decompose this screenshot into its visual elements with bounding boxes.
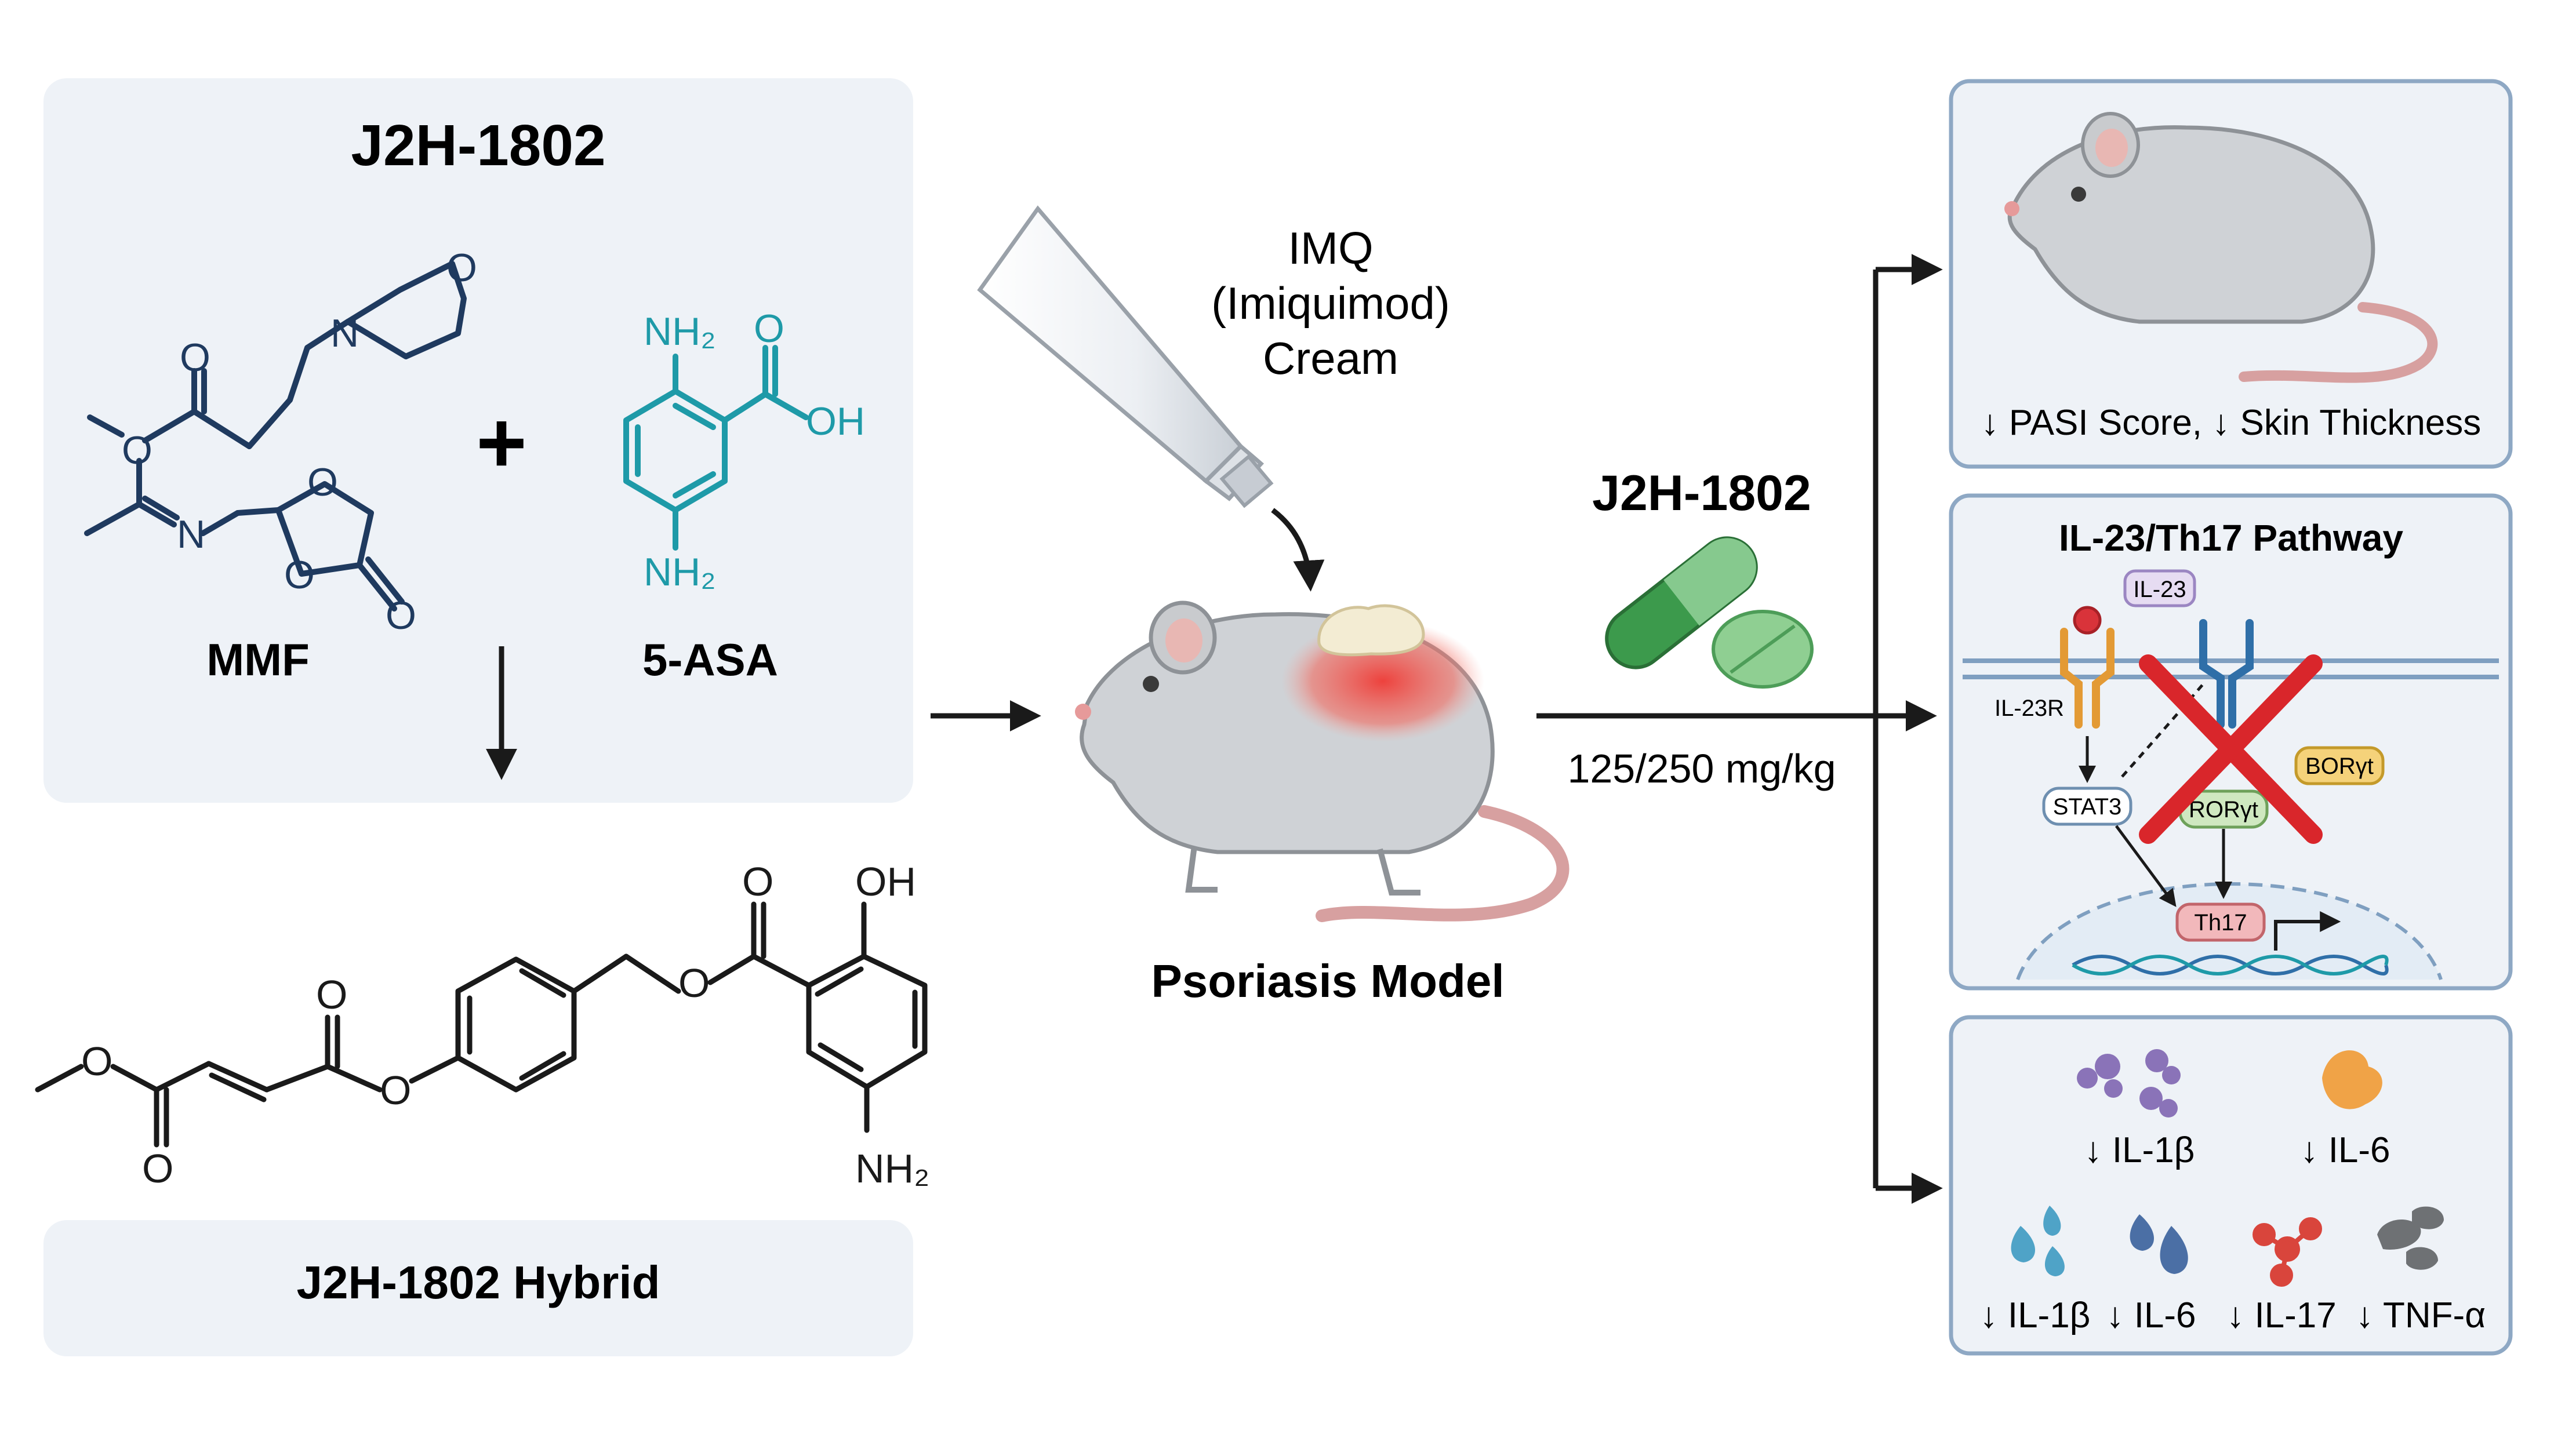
mouse-ear-inner bbox=[1165, 618, 1202, 663]
cytokine-icon-orange bbox=[2322, 1050, 2382, 1109]
ror-right-badge bbox=[2294, 746, 2385, 785]
plus-sign: + bbox=[476, 394, 527, 491]
hybrid-benzene-1 bbox=[455, 956, 577, 1093]
outcome-box-2: IL-23/Th17 Pathway IL-23 IL-23R STAT3 RO… bbox=[1949, 493, 2513, 991]
outcome-box-3: ↓ IL-1β ↓ IL-6 ↓ IL-1β ↓ IL-6 ↓ IL-17 ↓ … bbox=[1949, 1015, 2513, 1356]
atom-o: O bbox=[284, 553, 315, 597]
cream-tube-icon bbox=[977, 205, 1274, 508]
cytokine-row2-1: ↓ IL-1β bbox=[1980, 1295, 2091, 1335]
asa-atoms: NH₂ O OH NH₂ bbox=[644, 307, 865, 594]
stat3-label: STAT3 bbox=[2053, 794, 2122, 820]
th17-badge bbox=[2175, 902, 2266, 942]
atom-oh: OH bbox=[806, 399, 865, 443]
atom-o: O bbox=[142, 1146, 173, 1191]
cytokine-row2-3: ↓ IL-17 bbox=[2226, 1295, 2337, 1335]
atom-o: O bbox=[754, 307, 784, 351]
panel-title: J2H-1802 bbox=[351, 113, 605, 178]
drug-label: J2H-1802 bbox=[1592, 465, 1811, 521]
cytokine-icon-purple bbox=[2077, 1049, 2181, 1118]
hybrid-structure bbox=[35, 901, 928, 1148]
model-label: Psoriasis Model bbox=[1151, 955, 1504, 1007]
hybrid-label: J2H-1802 Hybrid bbox=[297, 1257, 660, 1308]
mouse-eye bbox=[1143, 676, 1159, 692]
ror-center-label: RORγt bbox=[2189, 797, 2258, 822]
hybrid-label-bg bbox=[43, 1220, 913, 1356]
mouse-nose bbox=[1075, 704, 1091, 720]
cytokine-icon-navy-drops bbox=[2130, 1214, 2188, 1274]
atom-n: N bbox=[177, 512, 205, 556]
dose-label: 125/250 mg/kg bbox=[1567, 746, 1836, 791]
top-panel-bg bbox=[43, 78, 913, 803]
atom-o: O bbox=[316, 972, 347, 1017]
hybrid-atoms: O O O O O O OH NH₂ bbox=[81, 859, 929, 1191]
cytokine-icon-gray-rocks bbox=[2377, 1206, 2444, 1270]
mouse-leg-back bbox=[1377, 848, 1420, 896]
stat3-badge bbox=[2042, 787, 2132, 826]
cytokine-icon-red-molecule bbox=[2253, 1217, 2322, 1287]
il23-badge bbox=[2123, 569, 2196, 607]
cross-mark-icon bbox=[2139, 654, 2323, 844]
receptor-blue bbox=[2199, 619, 2254, 729]
receptor-orange bbox=[2060, 606, 2115, 729]
il23-label: IL-23 bbox=[2133, 577, 2186, 602]
left-panel: J2H-1802 N O O O N bbox=[35, 78, 929, 1356]
cytokine-row2-4: ↓ TNF-α bbox=[2356, 1295, 2486, 1335]
atom-nh2-top: NH₂ bbox=[644, 310, 716, 354]
atom-o: O bbox=[122, 428, 152, 472]
pathway-title: IL-23/Th17 Pathway bbox=[2059, 517, 2403, 559]
healthy-mouse bbox=[2004, 112, 2438, 383]
outcome-box-1: ↓ PASI Score, ↓ Skin Thickness bbox=[1949, 79, 2513, 469]
cytokine-row2-2: ↓ IL-6 bbox=[2106, 1295, 2196, 1335]
atom-nh2: NH₂ bbox=[855, 1146, 929, 1191]
dioxolane-ring bbox=[275, 481, 374, 577]
atom-o: O bbox=[446, 246, 477, 290]
skin-outcome-text: ↓ PASI Score, ↓ Skin Thickness bbox=[1981, 403, 2482, 443]
tablet-icon bbox=[1712, 610, 1814, 689]
cream-label-line1: IMQ bbox=[1288, 223, 1373, 274]
atom-o: O bbox=[678, 960, 710, 1006]
atom-n: N bbox=[330, 311, 359, 355]
th17-label: Th17 bbox=[2194, 910, 2247, 936]
cytokine-row1-1: ↓ IL-1β bbox=[2084, 1130, 2195, 1170]
atom-nh2-bottom: NH₂ bbox=[644, 550, 716, 594]
mmf-label: MMF bbox=[206, 634, 310, 685]
atom-o: O bbox=[81, 1039, 112, 1084]
atom-o: O bbox=[380, 1068, 411, 1113]
atom-o: O bbox=[386, 594, 416, 638]
capsule-icon bbox=[1605, 536, 1758, 669]
cream-label-line2: (Imiquimod) bbox=[1211, 278, 1450, 329]
curved-arrow bbox=[1271, 508, 1325, 592]
mmf-atoms: N O O O N O O O bbox=[122, 246, 477, 638]
ror-right-label: BORγt bbox=[2305, 754, 2374, 779]
atom-o: O bbox=[180, 336, 210, 380]
mouse-psoriasis bbox=[1075, 600, 1570, 922]
cytokine-icon-blue-drops bbox=[2011, 1206, 2065, 1276]
cream-label-line3: Cream bbox=[1263, 333, 1398, 384]
branch-connectors bbox=[1873, 254, 1943, 1204]
cream-dollop bbox=[1317, 604, 1425, 657]
asa-label: 5-ASA bbox=[642, 634, 778, 685]
atom-o: O bbox=[742, 859, 773, 904]
il23r-label: IL-23R bbox=[1994, 696, 2064, 721]
atom-o: O bbox=[307, 460, 338, 504]
center-section: IMQ (Imiquimod) Cream Psoriasis Model bbox=[977, 205, 1570, 1007]
mmf-structure bbox=[84, 261, 467, 611]
mouse-tail bbox=[1316, 805, 1570, 922]
morpholine-ring bbox=[345, 261, 467, 359]
treatment-section: J2H-1802 125/250 mg/kg bbox=[1536, 465, 1937, 791]
asa-structure bbox=[623, 345, 809, 551]
atom-oh: OH bbox=[855, 859, 916, 904]
cytokine-row1-2: ↓ IL-6 bbox=[2300, 1130, 2390, 1170]
mouse-leg-front bbox=[1185, 846, 1218, 893]
hybrid-benzene-2 bbox=[806, 953, 928, 1090]
